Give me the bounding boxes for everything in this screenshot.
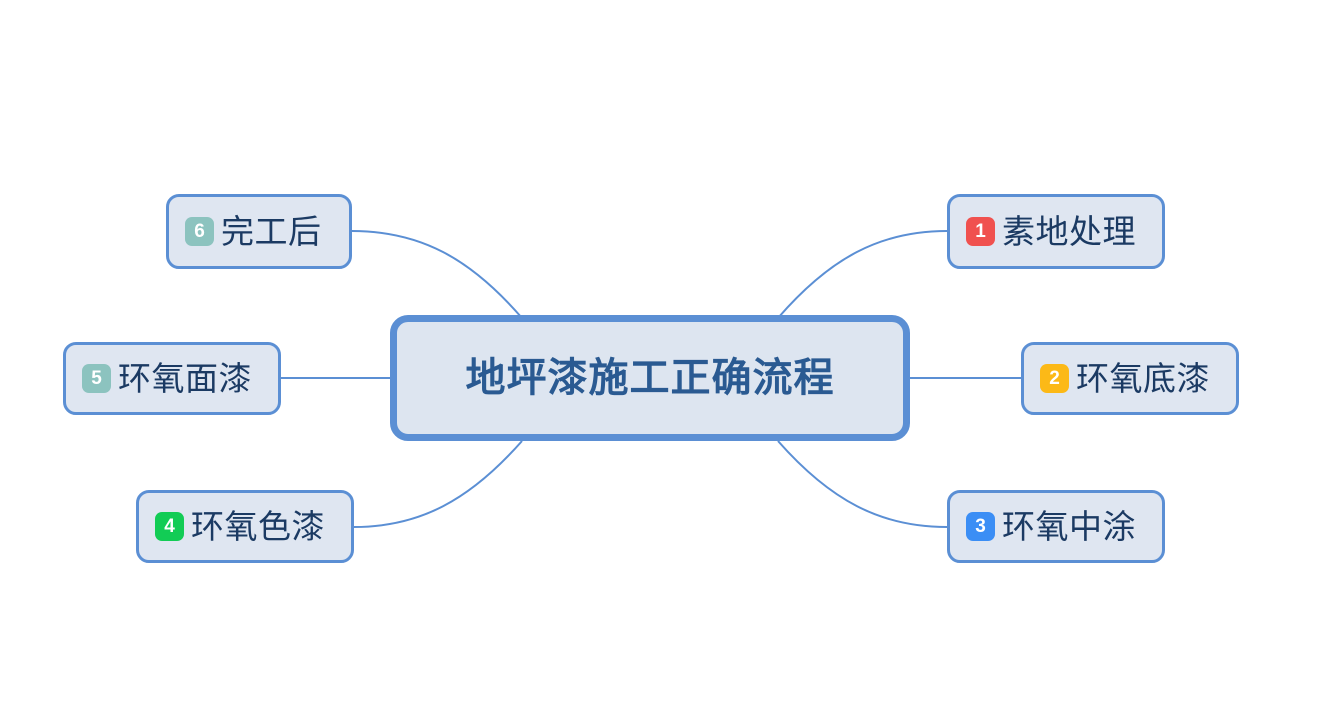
branch-number-badge-3: 3 [966, 512, 995, 541]
connector-to-branch-4 [353, 440, 523, 528]
branch-label-6: 完工后 [221, 212, 322, 251]
branch-label-4: 环氧色漆 [191, 507, 325, 546]
central-topic-node[interactable]: 地坪漆施工正确流程 [390, 315, 910, 441]
branch-number-badge-1: 1 [966, 217, 995, 246]
branch-label-3: 环氧中涂 [1002, 507, 1136, 546]
branch-number-badge-4: 4 [155, 512, 184, 541]
branch-node-3[interactable]: 3 环氧中涂 [947, 490, 1165, 563]
connector-to-branch-1 [777, 230, 948, 319]
branch-label-1: 素地处理 [1002, 212, 1136, 251]
branch-node-2[interactable]: 2 环氧底漆 [1021, 342, 1239, 415]
branch-number-badge-6: 6 [185, 217, 214, 246]
branch-node-6[interactable]: 6 完工后 [166, 194, 352, 269]
branch-node-4[interactable]: 4 环氧色漆 [136, 490, 354, 563]
connector-to-branch-6 [351, 230, 523, 319]
branch-node-5[interactable]: 5 环氧面漆 [63, 342, 281, 415]
branch-number-badge-5: 5 [82, 364, 111, 393]
branch-label-2: 环氧底漆 [1076, 359, 1210, 398]
branch-number-badge-2: 2 [1040, 364, 1069, 393]
connector-to-branch-3 [777, 440, 948, 528]
branch-node-1[interactable]: 1 素地处理 [947, 194, 1165, 269]
central-topic-label: 地坪漆施工正确流程 [465, 355, 835, 401]
branch-label-5: 环氧面漆 [118, 359, 252, 398]
